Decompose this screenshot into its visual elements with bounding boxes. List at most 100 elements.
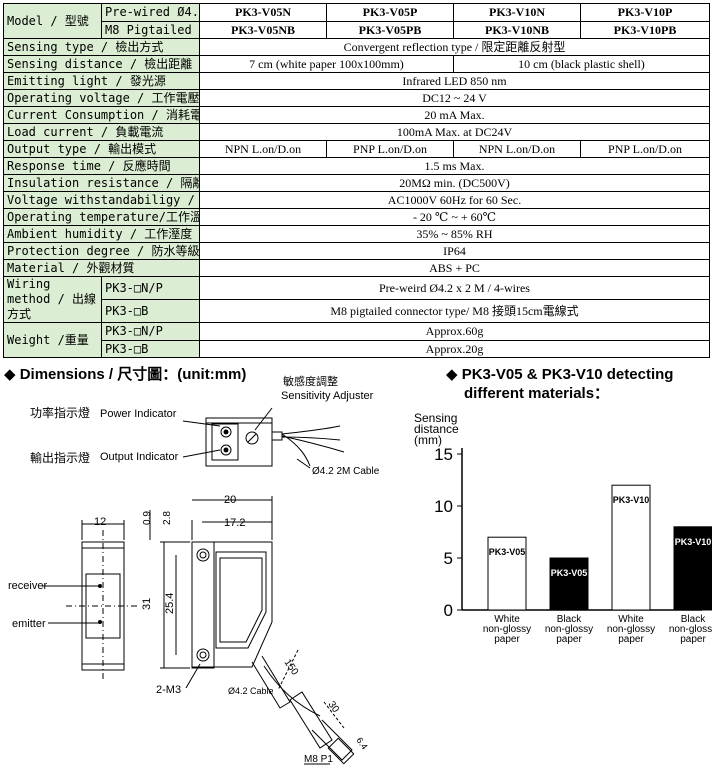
receiver-label: receiver xyxy=(8,580,47,592)
sensor-front-view xyxy=(42,520,140,682)
model-name: PK3-V05P xyxy=(326,3,454,22)
weight-label: Weight /重量 xyxy=(3,322,102,358)
wiring-value: M8 pigtailed connector type/ M8 接頭15cm電線… xyxy=(199,299,710,323)
spec-table: Model / 型號 Pre-wired Ø4.2 PK3-V05N PK3-V… xyxy=(3,3,710,358)
cable-side-label: Ø4.2 Cable xyxy=(228,686,274,696)
wiring-label: Wiring method / 出線方式 xyxy=(3,276,102,323)
chart-title-line1: ◆ PK3-V05 & PK3-V10 detecting xyxy=(446,366,674,383)
chart-title-line2: different materials： xyxy=(464,385,610,402)
spec-row: Emitting light / 發光源 Infrared LED 850 nm xyxy=(3,72,710,90)
spec-row: Voltage withstandabiligy / 絕緣耐壓 AC1000V … xyxy=(3,191,710,209)
spec-label: Material / 外觀材質 xyxy=(3,259,200,277)
weight-code: PK3-□B xyxy=(101,339,200,358)
cable-top-label: Ø4.2 2M Cable xyxy=(312,466,380,477)
chart-ylabel-line: Sensing xyxy=(414,411,457,425)
chart-y-ticks: 0 5 10 15 xyxy=(434,445,462,620)
weight-value: Approx.20g xyxy=(199,339,710,358)
weight-code: PK3-□N/P xyxy=(101,322,200,341)
dim-17-2: 17.2 xyxy=(224,517,245,529)
sensitivity-zh: 敏感度調整 xyxy=(283,374,338,388)
model-label: Model / 型號 xyxy=(3,3,102,39)
chart-category-label: non-glossy xyxy=(669,624,712,635)
spec-label: Ambient humidity / 工作溼度 xyxy=(3,225,200,243)
spec-label: Voltage withstandabiligy / 絕緣耐壓 xyxy=(3,191,200,209)
chart-x-labels: Whitenon-glossypaperBlacknon-glossypaper… xyxy=(483,614,712,645)
dim-20: 20 xyxy=(224,494,236,506)
power-zh: 功率指示燈 xyxy=(30,405,90,420)
spec-label: Load current / 負載電流 xyxy=(3,123,200,141)
output-en: Output Indicator xyxy=(100,451,179,463)
model-name: PK3-V10PB xyxy=(580,20,710,39)
chart-category-label: non-glossy xyxy=(607,624,655,635)
chart-tick-label: 15 xyxy=(434,445,453,464)
pigtailed-label: M8 Pigtailed type xyxy=(101,20,200,39)
dim-31: 31 xyxy=(141,598,153,610)
chart-bar-label: PK3-V05 xyxy=(551,568,588,578)
spec-row: Current Consumption / 消耗電流 20 mA Max. xyxy=(3,106,710,124)
chart-bar xyxy=(673,526,712,611)
chart-ylabel-line: distance xyxy=(414,422,459,436)
spec-row: Material / 外觀材質 ABS + PC xyxy=(3,259,710,277)
chart-ylabel-line: (mm) xyxy=(414,433,442,447)
chart-bar-label: PK3-V10 xyxy=(675,537,712,547)
spec-label: Output type / 輸出模式 xyxy=(3,140,200,158)
chart-category-label: paper xyxy=(556,634,582,645)
wiring-code: PK3-□N/P xyxy=(101,276,200,300)
chart-bar xyxy=(487,536,527,611)
dim-6-4: 6.4 xyxy=(354,735,369,751)
m3-label: 2-M3 xyxy=(156,684,181,696)
chart-bar-label: PK3-V05 xyxy=(489,547,526,557)
sensor-top-view xyxy=(182,407,345,469)
spec-value: PNP L.on/D.on xyxy=(326,140,454,158)
chart-category-label: paper xyxy=(494,634,520,645)
spec-row: Sensing distance / 檢出距離 7 cm (white pape… xyxy=(3,55,710,73)
wiring-label-text: Wiring method / 出線方式 xyxy=(7,277,97,322)
chart-tick-label: 5 xyxy=(444,549,453,568)
power-en: Power Indicator xyxy=(100,408,177,420)
chart-category-label: Black xyxy=(681,614,706,625)
spec-row: Output type / 輸出模式 NPN L.on/D.on PNP L.o… xyxy=(3,140,710,158)
spec-row: Sensing type / 檢出方式 Convergent reflectio… xyxy=(3,38,710,56)
sensor-side-view xyxy=(149,496,355,765)
spec-row: Operating voltage / 工作電壓 DC12 ~ 24 V xyxy=(3,89,710,107)
chart-category-label: non-glossy xyxy=(545,624,593,635)
spec-label: Protection degree / 防水等級 xyxy=(3,242,200,260)
spec-row: Ambient humidity / 工作溼度 35% ~ 85% RH xyxy=(3,225,710,243)
spec-label: Response time / 反應時間 xyxy=(3,157,200,175)
chart-category-label: White xyxy=(494,614,520,625)
dim-30: 30 xyxy=(326,699,342,715)
spec-row: Load current / 負載電流 100mA Max. at DC24V xyxy=(3,123,710,141)
spec-row: Response time / 反應時間 1.5 ms Max. xyxy=(3,157,710,175)
emitter-label: emitter xyxy=(12,618,46,630)
output-zh: 輸出指示燈 xyxy=(30,450,90,465)
chart-category-label: Black xyxy=(557,614,582,625)
chart-tick-label: 10 xyxy=(434,497,453,516)
chart-category-label: White xyxy=(618,614,644,625)
dimensions-title: ◆ Dimensions / 尺寸圖：(unit:mm) xyxy=(4,366,247,383)
spec-value: NPN L.on/D.on xyxy=(199,140,327,158)
chart-tick-label: 0 xyxy=(444,601,453,620)
chart-category-label: paper xyxy=(618,634,644,645)
spec-label: Current Consumption / 消耗電流 xyxy=(3,106,200,124)
spec-value: PNP L.on/D.on xyxy=(580,140,710,158)
model-name: PK3-V10N xyxy=(453,3,581,22)
spec-label: Sensing type / 檢出方式 xyxy=(3,38,200,56)
sensitivity-en: Sensitivity Adjuster xyxy=(281,390,374,402)
spec-row: Operating temperature/工作溫度 - 20 ℃ ~ + 60… xyxy=(3,208,710,226)
dim-0-9: 0.9 xyxy=(142,511,153,525)
chart-category-label: paper xyxy=(680,634,706,645)
wiring-value: Pre-weird Ø4.2 x 2 M / 4-wires xyxy=(199,276,710,300)
chart-bar xyxy=(549,557,589,611)
chart-bar xyxy=(611,484,651,611)
m8-label: M8 P1 xyxy=(304,754,333,765)
dim-150: 150 xyxy=(282,657,301,677)
spec-label: Operating voltage / 工作電壓 xyxy=(3,89,200,107)
chart-bar-label: PK3-V10 xyxy=(613,495,650,505)
dim-25-4: 25.4 xyxy=(164,593,176,614)
dim-12: 12 xyxy=(94,516,106,528)
chart-category-label: non-glossy xyxy=(483,624,531,635)
